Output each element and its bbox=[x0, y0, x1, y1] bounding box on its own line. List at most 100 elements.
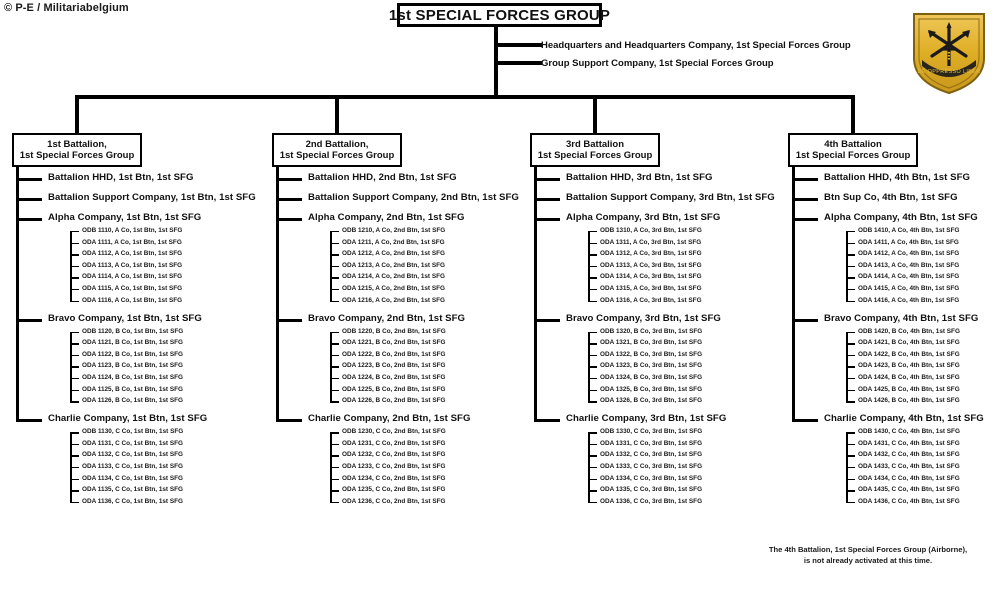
company-3rd-battalion-bravo-company[interactable]: Bravo Company, 3rd Btn, 1st SFG bbox=[566, 312, 721, 324]
team-1st-battalion-charlie-company-0[interactable]: ODB 1130, C Co, 1st Btn, 1st SFG bbox=[82, 428, 184, 436]
team-1st-battalion-charlie-company-2[interactable]: ODA 1132, C Co, 1st Btn, 1st SFG bbox=[82, 451, 183, 459]
team-3rd-battalion-alpha-company-4[interactable]: ODA 1314, A Co, 3rd Btn, 1st SFG bbox=[600, 273, 702, 281]
team-3rd-battalion-charlie-company-5[interactable]: ODA 1335, C Co, 3rd Btn, 1st SFG bbox=[600, 486, 703, 494]
company-1st-battalion-bravo-company[interactable]: Bravo Company, 1st Btn, 1st SFG bbox=[48, 312, 202, 324]
team-4th-battalion-alpha-company-5[interactable]: ODA 1415, A Co, 4th Btn, 1st SFG bbox=[858, 285, 960, 292]
battalion-unit-4th-battalion-0[interactable]: Battalion HHD, 4th Btn, 1st SFG bbox=[824, 172, 970, 183]
team-2nd-battalion-charlie-company-4[interactable]: ODA 1234, C Co, 2nd Btn, 1st SFG bbox=[342, 474, 446, 482]
team-3rd-battalion-bravo-company-4[interactable]: ODA 1324, B Co, 3rd Btn, 1st SFG bbox=[600, 374, 703, 381]
team-1st-battalion-alpha-company-6[interactable]: ODA 1116, A Co, 1st Btn, 1st SFG bbox=[82, 296, 183, 304]
team-3rd-battalion-charlie-company-2[interactable]: ODA 1332, C Co, 3rd Btn, 1st SFG bbox=[600, 451, 703, 459]
team-4th-battalion-alpha-company-3[interactable]: ODA 1413, A Co, 4th Btn, 1st SFG bbox=[858, 261, 960, 269]
team-4th-battalion-bravo-company-2[interactable]: ODA 1422, B Co, 4th Btn, 1st SFG bbox=[858, 350, 960, 358]
team-2nd-battalion-alpha-company-0[interactable]: ODB 1210, A Co, 2nd Btn, 1st SFG bbox=[342, 227, 446, 234]
team-3rd-battalion-charlie-company-3[interactable]: ODA 1333, C Co, 3rd Btn, 1st SFG bbox=[600, 463, 703, 470]
team-2nd-battalion-charlie-company-1[interactable]: ODA 1231, C Co, 2nd Btn, 1st SFG bbox=[342, 439, 446, 447]
team-4th-battalion-alpha-company-0[interactable]: ODB 1410, A Co, 4th Btn, 1st SFG bbox=[858, 227, 960, 234]
company-1st-battalion-alpha-company[interactable]: Alpha Company, 1st Btn, 1st SFG bbox=[48, 212, 202, 223]
team-3rd-battalion-charlie-company-4[interactable]: ODA 1334, C Co, 3rd Btn, 1st SFG bbox=[600, 474, 703, 482]
team-4th-battalion-charlie-company-0[interactable]: ODB 1430, C Co, 4th Btn, 1st SFG bbox=[858, 428, 960, 436]
team-3rd-battalion-bravo-company-1[interactable]: ODA 1321, B Co, 3rd Btn, 1st SFG bbox=[600, 339, 703, 347]
company-4th-battalion-bravo-company[interactable]: Bravo Company, 4th Btn, 1st SFG bbox=[824, 312, 979, 324]
team-3rd-battalion-alpha-company-5[interactable]: ODA 1315, A Co, 3rd Btn, 1st SFG bbox=[600, 285, 702, 292]
battalion-unit-2nd-battalion-0[interactable]: Battalion HHD, 2nd Btn, 1st SFG bbox=[308, 172, 457, 183]
team-1st-battalion-alpha-company-4[interactable]: ODA 1114, A Co, 1st Btn, 1st SFG bbox=[82, 273, 183, 281]
team-2nd-battalion-charlie-company-3[interactable]: ODA 1233, C Co, 2nd Btn, 1st SFG bbox=[342, 463, 446, 470]
team-4th-battalion-charlie-company-2[interactable]: ODA 1432, C Co, 4th Btn, 1st SFG bbox=[858, 451, 960, 459]
battalion-unit-3rd-battalion-0[interactable]: Battalion HHD, 3rd Btn, 1st SFG bbox=[566, 172, 713, 183]
battalion-unit-2nd-battalion-1[interactable]: Battalion Support Company, 2nd Btn, 1st … bbox=[308, 192, 519, 203]
team-2nd-battalion-charlie-company-6[interactable]: ODA 1236, C Co, 2nd Btn, 1st SFG bbox=[342, 497, 446, 505]
team-3rd-battalion-charlie-company-0[interactable]: ODB 1330, C Co, 3rd Btn, 1st SFG bbox=[600, 428, 703, 436]
team-2nd-battalion-alpha-company-4[interactable]: ODA 1214, A Co, 2nd Btn, 1st SFG bbox=[342, 273, 445, 281]
team-1st-battalion-charlie-company-5[interactable]: ODA 1135, C Co, 1st Btn, 1st SFG bbox=[82, 486, 183, 494]
team-4th-battalion-charlie-company-1[interactable]: ODA 1431, C Co, 4th Btn, 1st SFG bbox=[858, 439, 960, 447]
team-4th-battalion-bravo-company-1[interactable]: ODA 1421, B Co, 4th Btn, 1st SFG bbox=[858, 339, 960, 347]
company-4th-battalion-charlie-company[interactable]: Charlie Company, 4th Btn, 1st SFG bbox=[824, 413, 984, 425]
team-4th-battalion-bravo-company-3[interactable]: ODA 1423, B Co, 4th Btn, 1st SFG bbox=[858, 362, 960, 370]
team-1st-battalion-alpha-company-1[interactable]: ODA 1111, A Co, 1st Btn, 1st SFG bbox=[82, 238, 182, 246]
team-3rd-battalion-alpha-company-6[interactable]: ODA 1316, A Co, 3rd Btn, 1st SFG bbox=[600, 296, 702, 304]
battalion-unit-3rd-battalion-1[interactable]: Battalion Support Company, 3rd Btn, 1st … bbox=[566, 192, 775, 203]
team-4th-battalion-charlie-company-5[interactable]: ODA 1435, C Co, 4th Btn, 1st SFG bbox=[858, 486, 960, 494]
team-2nd-battalion-bravo-company-2[interactable]: ODA 1222, B Co, 2nd Btn, 1st SFG bbox=[342, 350, 446, 358]
team-2nd-battalion-alpha-company-2[interactable]: ODA 1212, A Co, 2nd Btn, 1st SFG bbox=[342, 250, 445, 258]
team-2nd-battalion-alpha-company-3[interactable]: ODA 1213, A Co, 2nd Btn, 1st SFG bbox=[342, 261, 445, 269]
team-4th-battalion-bravo-company-4[interactable]: ODA 1424, B Co, 4th Btn, 1st SFG bbox=[858, 374, 960, 381]
team-1st-battalion-bravo-company-1[interactable]: ODA 1121, B Co, 1st Btn, 1st SFG bbox=[82, 339, 183, 347]
battalion-box-1st-battalion[interactable]: 1st Battalion,1st Special Forces Group bbox=[12, 133, 142, 167]
team-4th-battalion-bravo-company-6[interactable]: ODA 1426, B Co, 4th Btn, 1st SFG bbox=[858, 397, 960, 405]
team-1st-battalion-charlie-company-4[interactable]: ODA 1134, C Co, 1st Btn, 1st SFG bbox=[82, 474, 183, 482]
company-1st-battalion-charlie-company[interactable]: Charlie Company, 1st Btn, 1st SFG bbox=[48, 413, 208, 425]
company-2nd-battalion-bravo-company[interactable]: Bravo Company, 2nd Btn, 1st SFG bbox=[308, 312, 466, 324]
team-4th-battalion-alpha-company-1[interactable]: ODA 1411, A Co, 4th Btn, 1st SFG bbox=[858, 238, 959, 246]
team-1st-battalion-alpha-company-5[interactable]: ODA 1115, A Co, 1st Btn, 1st SFG bbox=[82, 285, 183, 292]
team-3rd-battalion-alpha-company-1[interactable]: ODA 1311, A Co, 3rd Btn, 1st SFG bbox=[600, 238, 702, 246]
team-2nd-battalion-alpha-company-6[interactable]: ODA 1216, A Co, 2nd Btn, 1st SFG bbox=[342, 296, 445, 304]
team-3rd-battalion-bravo-company-3[interactable]: ODA 1323, B Co, 3rd Btn, 1st SFG bbox=[600, 362, 703, 370]
team-4th-battalion-charlie-company-3[interactable]: ODA 1433, C Co, 4th Btn, 1st SFG bbox=[858, 463, 960, 470]
team-3rd-battalion-bravo-company-5[interactable]: ODA 1325, B Co, 3rd Btn, 1st SFG bbox=[600, 385, 703, 393]
team-1st-battalion-bravo-company-5[interactable]: ODA 1125, B Co, 1st Btn, 1st SFG bbox=[82, 385, 183, 393]
team-2nd-battalion-bravo-company-6[interactable]: ODA 1226, B Co, 2nd Btn, 1st SFG bbox=[342, 397, 446, 405]
team-4th-battalion-bravo-company-0[interactable]: ODB 1420, B Co, 4th Btn, 1st SFG bbox=[858, 327, 960, 335]
team-2nd-battalion-bravo-company-0[interactable]: ODB 1220, B Co, 2nd Btn, 1st SFG bbox=[342, 327, 446, 335]
team-1st-battalion-bravo-company-3[interactable]: ODA 1123, B Co, 1st Btn, 1st SFG bbox=[82, 362, 183, 370]
team-1st-battalion-charlie-company-1[interactable]: ODA 1131, C Co, 1st Btn, 1st SFG bbox=[82, 439, 183, 447]
team-1st-battalion-charlie-company-6[interactable]: ODA 1136, C Co, 1st Btn, 1st SFG bbox=[82, 497, 183, 505]
team-2nd-battalion-charlie-company-0[interactable]: ODB 1230, C Co, 2nd Btn, 1st SFG bbox=[342, 428, 446, 436]
team-1st-battalion-alpha-company-3[interactable]: ODA 1113, A Co, 1st Btn, 1st SFG bbox=[82, 261, 183, 269]
team-4th-battalion-alpha-company-6[interactable]: ODA 1416, A Co, 4th Btn, 1st SFG bbox=[858, 296, 960, 304]
battalion-unit-1st-battalion-0[interactable]: Battalion HHD, 1st Btn, 1st SFG bbox=[48, 172, 194, 183]
team-2nd-battalion-bravo-company-1[interactable]: ODA 1221, B Co, 2nd Btn, 1st SFG bbox=[342, 339, 446, 347]
battalion-box-2nd-battalion[interactable]: 2nd Battalion,1st Special Forces Group bbox=[272, 133, 402, 167]
team-1st-battalion-bravo-company-0[interactable]: ODB 1120, B Co, 1st Btn, 1st SFG bbox=[82, 327, 184, 335]
company-3rd-battalion-charlie-company[interactable]: Charlie Company, 3rd Btn, 1st SFG bbox=[566, 413, 727, 425]
team-1st-battalion-bravo-company-6[interactable]: ODA 1126, B Co, 1st Btn, 1st SFG bbox=[82, 397, 183, 405]
team-1st-battalion-alpha-company-2[interactable]: ODA 1112, A Co, 1st Btn, 1st SFG bbox=[82, 250, 183, 258]
team-1st-battalion-charlie-company-3[interactable]: ODA 1133, C Co, 1st Btn, 1st SFG bbox=[82, 463, 183, 470]
company-3rd-battalion-alpha-company[interactable]: Alpha Company, 3rd Btn, 1st SFG bbox=[566, 212, 721, 223]
team-3rd-battalion-charlie-company-1[interactable]: ODA 1331, C Co, 3rd Btn, 1st SFG bbox=[600, 439, 703, 447]
team-3rd-battalion-bravo-company-0[interactable]: ODB 1320, B Co, 3rd Btn, 1st SFG bbox=[600, 327, 703, 335]
team-3rd-battalion-charlie-company-6[interactable]: ODA 1336, C Co, 3rd Btn, 1st SFG bbox=[600, 497, 703, 505]
team-1st-battalion-bravo-company-2[interactable]: ODA 1122, B Co, 1st Btn, 1st SFG bbox=[82, 350, 183, 358]
team-4th-battalion-bravo-company-5[interactable]: ODA 1425, B Co, 4th Btn, 1st SFG bbox=[858, 385, 960, 393]
team-4th-battalion-alpha-company-2[interactable]: ODA 1412, A Co, 4th Btn, 1st SFG bbox=[858, 250, 960, 258]
team-3rd-battalion-bravo-company-6[interactable]: ODA 1326, B Co, 3rd Btn, 1st SFG bbox=[600, 397, 703, 405]
team-2nd-battalion-alpha-company-1[interactable]: ODA 1211, A Co, 2nd Btn, 1st SFG bbox=[342, 238, 445, 246]
battalion-unit-1st-battalion-1[interactable]: Battalion Support Company, 1st Btn, 1st … bbox=[48, 192, 256, 203]
team-2nd-battalion-bravo-company-5[interactable]: ODA 1225, B Co, 2nd Btn, 1st SFG bbox=[342, 385, 446, 393]
team-2nd-battalion-charlie-company-2[interactable]: ODA 1232, C Co, 2nd Btn, 1st SFG bbox=[342, 451, 446, 459]
team-2nd-battalion-charlie-company-5[interactable]: ODA 1235, C Co, 2nd Btn, 1st SFG bbox=[342, 486, 446, 494]
team-3rd-battalion-alpha-company-3[interactable]: ODA 1313, A Co, 3rd Btn, 1st SFG bbox=[600, 261, 702, 269]
team-4th-battalion-charlie-company-4[interactable]: ODA 1434, C Co, 4th Btn, 1st SFG bbox=[858, 474, 960, 482]
team-4th-battalion-charlie-company-6[interactable]: ODA 1436, C Co, 4th Btn, 1st SFG bbox=[858, 497, 960, 505]
team-2nd-battalion-alpha-company-5[interactable]: ODA 1215, A Co, 2nd Btn, 1st SFG bbox=[342, 285, 445, 292]
company-4th-battalion-alpha-company[interactable]: Alpha Company, 4th Btn, 1st SFG bbox=[824, 212, 978, 223]
team-2nd-battalion-bravo-company-4[interactable]: ODA 1224, B Co, 2nd Btn, 1st SFG bbox=[342, 374, 446, 381]
team-1st-battalion-alpha-company-0[interactable]: ODB 1110, A Co, 1st Btn, 1st SFG bbox=[82, 227, 183, 234]
team-3rd-battalion-bravo-company-2[interactable]: ODA 1322, B Co, 3rd Btn, 1st SFG bbox=[600, 350, 703, 358]
